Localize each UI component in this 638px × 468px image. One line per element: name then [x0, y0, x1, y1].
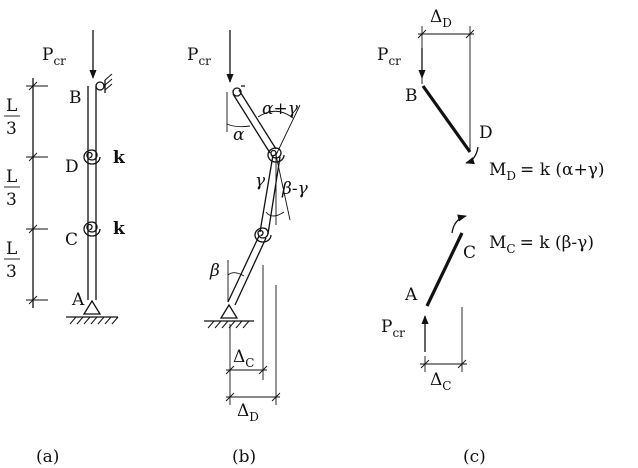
node-a-c: A [404, 285, 418, 305]
panel-b: Pcr α α+γ γ β-γ β [187, 30, 309, 467]
ground-hatch-a [69, 316, 119, 325]
dim-label-3: L 3 [4, 239, 20, 282]
load-label-a: Pcr [42, 45, 66, 68]
angle-beta: β [209, 261, 220, 281]
angle-gamma: γ [255, 171, 266, 191]
spring-d-b [267, 147, 285, 163]
bottom-pin-b [219, 303, 239, 319]
node-b-a: B [69, 88, 82, 108]
dim-label-1: L 3 [4, 96, 20, 139]
svg-text:3: 3 [6, 190, 17, 210]
member-bd [421, 85, 472, 153]
top-wall-hatch [104, 73, 113, 91]
load-label-c-bottom: Pcr [381, 317, 405, 340]
member-ac [425, 232, 464, 307]
panel-c: ΔD Pcr B D MD= k (α+γ) C A MC= k (β-γ) P… [377, 7, 605, 467]
moment-c: MC= k (β-γ) [489, 233, 594, 256]
caption-b: (b) [232, 447, 256, 467]
angle-alpha-gamma: α+γ [262, 99, 299, 119]
dim-label-2: L 3 [4, 167, 20, 210]
node-c-a: C [65, 230, 78, 250]
angle-alpha-b: α [233, 125, 245, 145]
svg-text:3: 3 [6, 262, 17, 282]
node-d-a: D [65, 157, 79, 177]
spring-c-b [254, 227, 272, 243]
caption-c: (c) [463, 447, 486, 467]
spring-c [83, 221, 101, 237]
spring-label-d: k [113, 148, 126, 168]
load-label-c-top: Pcr [377, 45, 401, 68]
angle-beta-gamma: β-γ [281, 179, 309, 199]
node-d-c: D [479, 123, 493, 143]
spring-d [83, 149, 101, 165]
node-c-c: C [463, 243, 476, 263]
moment-d-arrow [465, 146, 479, 165]
svg-text:3: 3 [6, 119, 17, 139]
delta-c-b: ΔC [233, 347, 254, 370]
moment-c-arrow [451, 214, 467, 234]
delta-d-b: ΔD [237, 401, 259, 424]
svg-text:L: L [6, 239, 17, 259]
caption-a: (a) [36, 447, 59, 467]
bottom-pin-a [82, 299, 102, 315]
spring-label-c: k [113, 219, 126, 239]
panel-a: Pcr k k B D C A [4, 30, 126, 467]
node-b-c: B [405, 86, 418, 106]
moment-d: MD= k (α+γ) [489, 160, 605, 183]
top-roller [95, 81, 105, 91]
load-label-b: Pcr [187, 45, 211, 68]
node-a-a: A [71, 290, 85, 310]
delta-d-c: ΔD [430, 7, 452, 30]
svg-text:L: L [6, 96, 17, 116]
svg-text:L: L [6, 167, 17, 187]
delta-c-c: ΔC [430, 370, 451, 393]
